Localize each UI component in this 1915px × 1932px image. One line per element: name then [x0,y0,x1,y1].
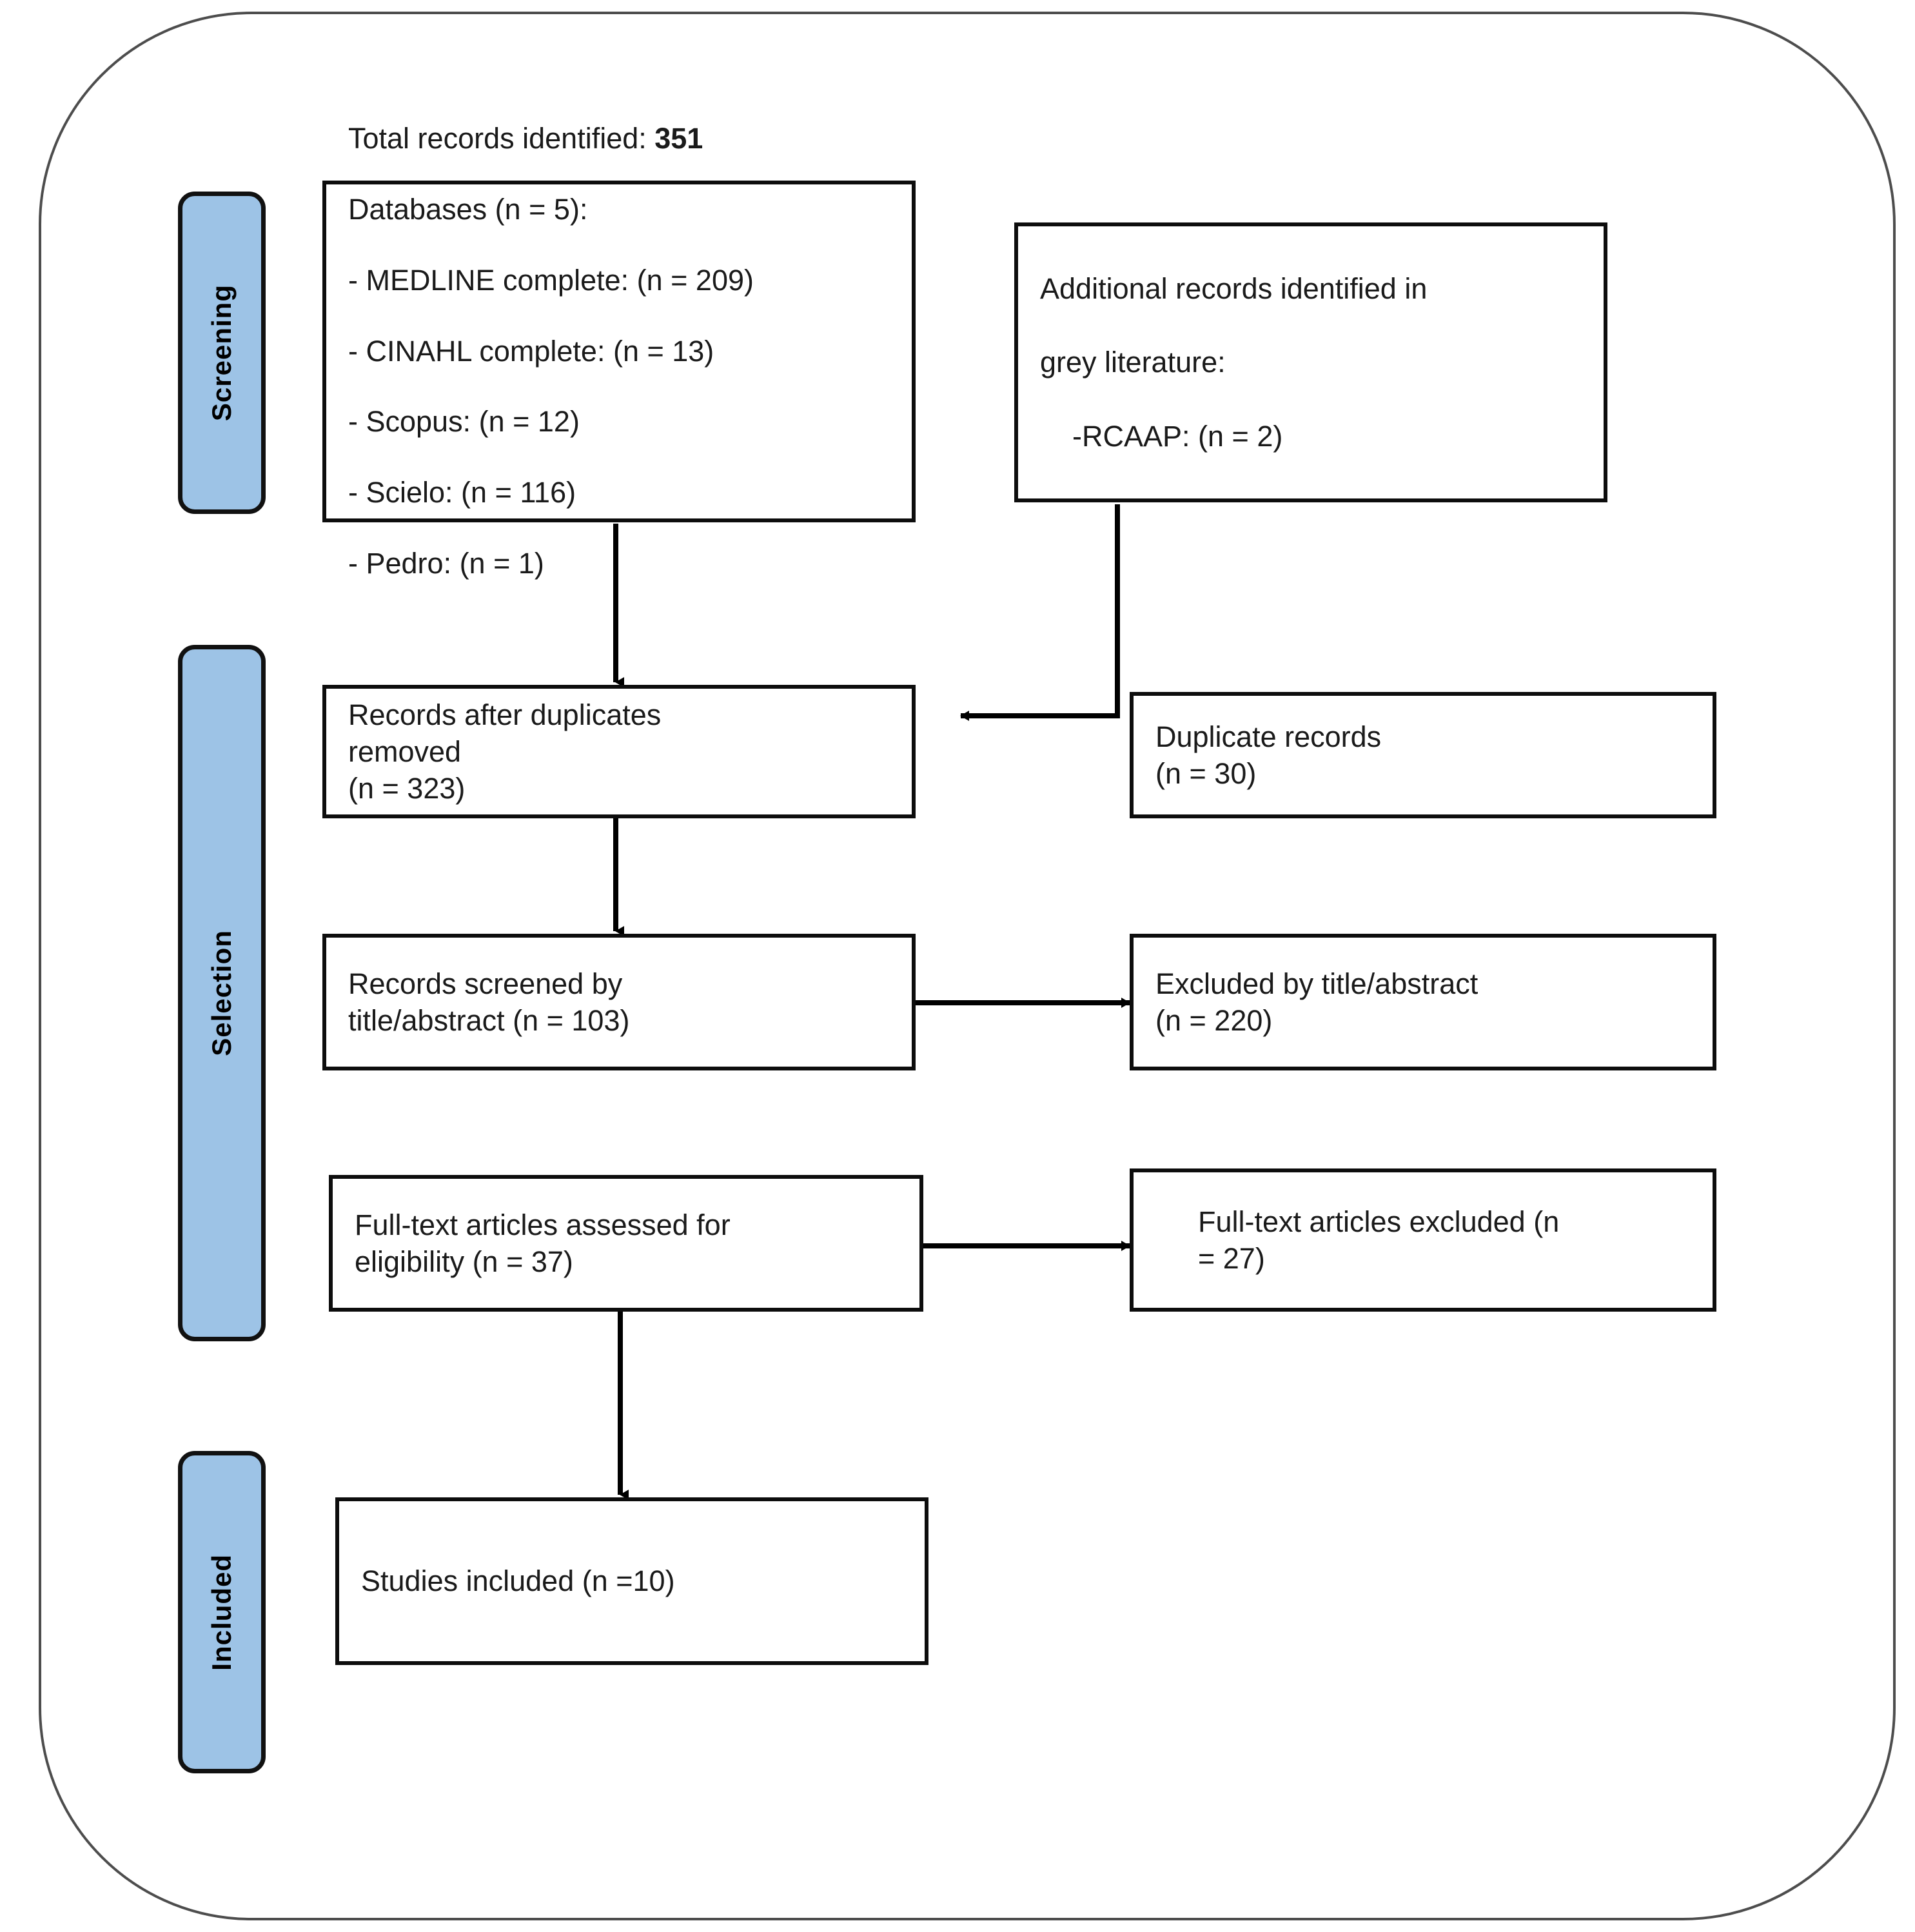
box-records-screened-text: Records screened by title/abstract (n = … [348,967,630,1037]
box-excluded-title-abstract-text: Excluded by title/abstract (n = 220) [1155,967,1478,1037]
box-duplicate-records-text: Duplicate records (n = 30) [1155,720,1382,790]
source-pedro: - Pedro: (n = 1) [348,546,544,580]
records-identified-count: 351 [654,122,703,155]
records-identified-label: Total records identified: [348,122,655,155]
box-grey-literature: Additional records identified in grey li… [1014,222,1607,502]
box-studies-included: Studies included (n =10) [335,1497,928,1665]
stage-label-selection: Selection [206,930,237,1056]
box-grey-literature-text: Additional records identified in grey li… [1018,233,1604,491]
box-after-duplicates-text: Records after duplicates removed (n = 32… [348,698,662,805]
stage-bar-selection: Selection [178,645,266,1341]
box-studies-included-text: Studies included (n =10) [361,1564,675,1598]
records-identified-line2: Databases (n = 5): [348,193,588,226]
box-records-identified: Total records identified: 351 Databases … [322,122,916,580]
box-records-screened: Records screened by title/abstract (n = … [322,934,916,1070]
box-duplicate-records: Duplicate records (n = 30) [1130,692,1716,818]
box-fulltext-excluded: Full-text articles excluded (n = 27) [1130,1168,1716,1312]
stage-bar-included: Included [178,1451,266,1773]
stage-label-included: Included [206,1553,237,1671]
records-identified-line1: Total records identified: 351 [348,121,890,157]
box-records-identified-text: Total records identified: 351 Databases … [326,86,912,616]
stage-bar-screening: Screening [178,192,266,514]
box-after-duplicates: Records after duplicates removed (n = 32… [322,685,916,818]
source-cinahl: - CINAHL complete: (n = 13) [348,334,714,368]
box-excluded-title-abstract: Excluded by title/abstract (n = 220) [1130,934,1716,1070]
grey-literature-line1: Additional records identified in [1040,272,1428,306]
source-scielo: - Scielo: (n = 116) [348,476,576,509]
source-scopus: - Scopus: (n = 12) [348,405,580,439]
box-fulltext-assessed: Full-text articles assessed for eligibil… [329,1175,923,1312]
source-medline: - MEDLINE complete: (n = 209) [348,263,754,297]
grey-literature-line2: grey literature: [1040,346,1226,379]
box-fulltext-excluded-text: Full-text articles excluded (n = 27) [1198,1205,1560,1275]
grey-literature-line3: -RCAAP: (n = 2) [1040,419,1283,453]
stage-label-screening: Screening [206,284,237,422]
box-fulltext-assessed-text: Full-text articles assessed for eligibil… [355,1208,731,1278]
outer-rounded-frame [39,12,1896,1920]
